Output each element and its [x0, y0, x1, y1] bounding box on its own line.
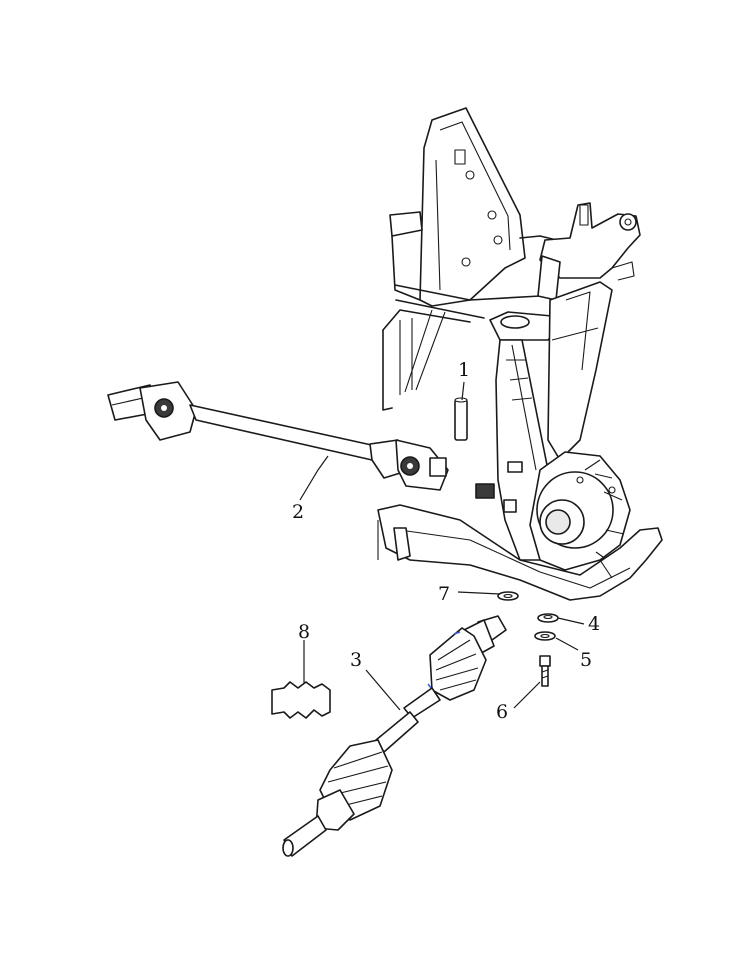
callout-2: 2	[292, 501, 304, 523]
intermediate-shaft	[107, 381, 449, 491]
callout-5: 5	[580, 649, 592, 671]
frame-assembly	[377, 107, 663, 601]
callout-1: 1	[458, 359, 470, 381]
hardware-washer	[534, 631, 556, 641]
callout-6: 6	[496, 701, 508, 723]
callout-8: 8	[298, 621, 310, 643]
hardware-clip	[497, 591, 519, 601]
roll-pin	[454, 397, 468, 441]
callout-3: 3	[350, 649, 362, 671]
callout-4: 4	[588, 613, 600, 635]
boot-kit	[271, 681, 331, 719]
hardware-bolt	[539, 655, 551, 687]
leader-lines	[299, 381, 585, 711]
callout-labels: 1 2 3 4 5 6 7 8	[292, 359, 600, 723]
callout-7: 7	[438, 583, 450, 605]
hardware-nut	[537, 613, 559, 623]
half-shaft	[282, 615, 507, 857]
